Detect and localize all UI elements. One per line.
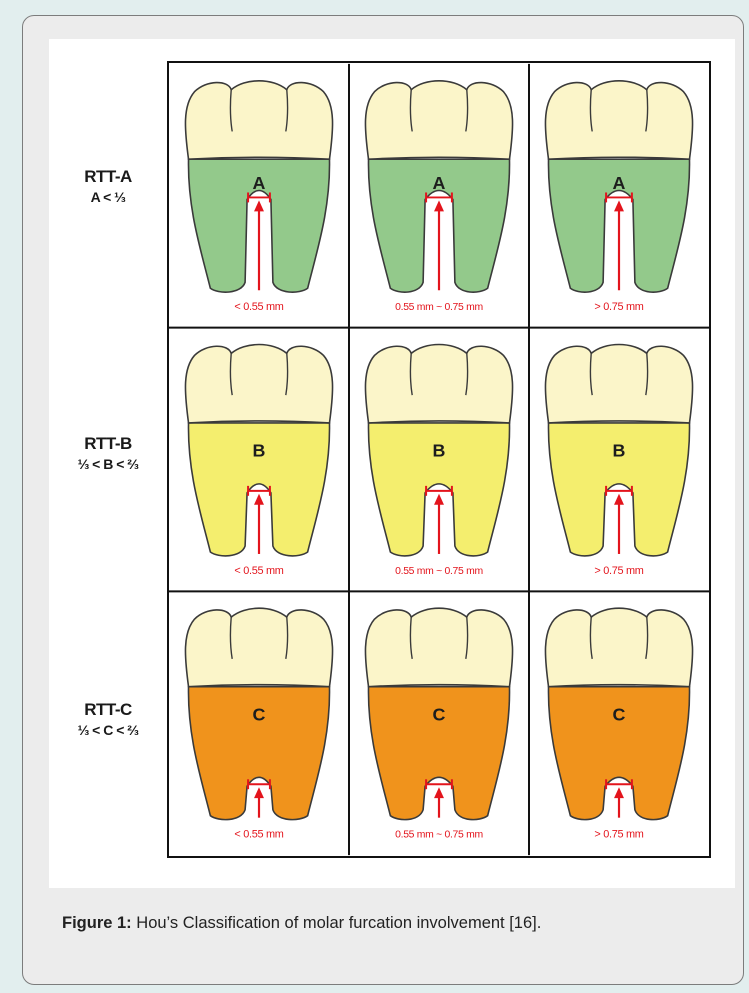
measurement-label: 0.55 mm ~ 0.75 mm — [395, 302, 483, 313]
measurement-label: 0.55 mm ~ 0.75 mm — [395, 566, 483, 577]
tooth-cell: A 0.55 mm ~ 0.75 mm — [365, 81, 512, 313]
tooth-crown — [185, 608, 332, 686]
probe-arrowhead — [434, 200, 444, 211]
tooth-cell: C < 0.55 mm — [185, 608, 332, 840]
tooth-crown — [185, 345, 332, 423]
row-label-rtt-a: RTT-A A < ⅓ — [49, 166, 167, 208]
tooth-cell: B > 0.75 mm — [545, 345, 692, 577]
classification-letter: A — [613, 173, 626, 193]
probe-arrowhead — [614, 787, 624, 798]
classification-letter: C — [433, 704, 446, 724]
tooth-cell: B 0.55 mm ~ 0.75 mm — [365, 345, 512, 577]
probe-arrowhead — [254, 787, 264, 798]
row-label-condition: A < ⅓ — [49, 187, 167, 208]
row-label-title: RTT-B — [49, 433, 167, 454]
row-label-title: RTT-C — [49, 699, 167, 720]
tooth-crown — [545, 608, 692, 686]
caption-text: Hou’s Classification of molar furcation … — [132, 914, 542, 932]
caption-label: Figure 1: — [62, 914, 132, 932]
row-label-condition: ⅓ < B < ⅔ — [49, 454, 167, 475]
row-label-condition: ⅓ < C < ⅔ — [49, 720, 167, 741]
tooth-crown — [545, 345, 692, 423]
tooth-cell: B < 0.55 mm — [185, 345, 332, 577]
tooth-crown — [365, 81, 512, 159]
probe-arrowhead — [434, 494, 444, 505]
probe-arrowhead — [434, 787, 444, 798]
tooth-cell: A > 0.75 mm — [545, 81, 692, 313]
tooth-cell: C 0.55 mm ~ 0.75 mm — [365, 608, 512, 840]
row-label-rtt-b: RTT-B ⅓ < B < ⅔ — [49, 433, 167, 475]
probe-arrowhead — [614, 200, 624, 211]
measurement-label: < 0.55 mm — [234, 301, 283, 313]
row-label-rtt-c: RTT-C ⅓ < C < ⅔ — [49, 699, 167, 741]
measurement-label: > 0.75 mm — [594, 301, 643, 313]
classification-letter: A — [253, 173, 266, 193]
tooth-cell: C > 0.75 mm — [545, 608, 692, 840]
tooth-crown — [365, 345, 512, 423]
measurement-label: < 0.55 mm — [234, 565, 283, 577]
figure-caption: Figure 1: Hou’s Classification of molar … — [62, 913, 722, 934]
probe-arrowhead — [254, 494, 264, 505]
measurement-label: > 0.75 mm — [594, 565, 643, 577]
classification-letter: B — [613, 441, 626, 461]
tooth-crown — [365, 608, 512, 686]
classification-letter: C — [253, 704, 266, 724]
measurement-label: 0.55 mm ~ 0.75 mm — [395, 830, 483, 841]
measurement-label: < 0.55 mm — [234, 829, 283, 841]
row-label-title: RTT-A — [49, 166, 167, 187]
classification-letter: B — [253, 441, 266, 461]
probe-arrowhead — [614, 494, 624, 505]
furcation-grid: A < 0.55 mm A 0.55 mm ~ 0.75 mm A > 0.75 mm B <… — [167, 61, 711, 858]
measurement-label: > 0.75 mm — [594, 829, 643, 841]
figure-panel: RTT-A A < ⅓ RTT-B ⅓ < B < ⅔ RTT-C ⅓ < C … — [49, 39, 735, 888]
classification-letter: C — [613, 704, 626, 724]
classification-letter: A — [433, 173, 446, 193]
classification-letter: B — [433, 441, 446, 461]
tooth-crown — [545, 81, 692, 159]
probe-arrowhead — [254, 200, 264, 211]
tooth-cell: A < 0.55 mm — [185, 81, 332, 313]
tooth-crown — [185, 81, 332, 159]
